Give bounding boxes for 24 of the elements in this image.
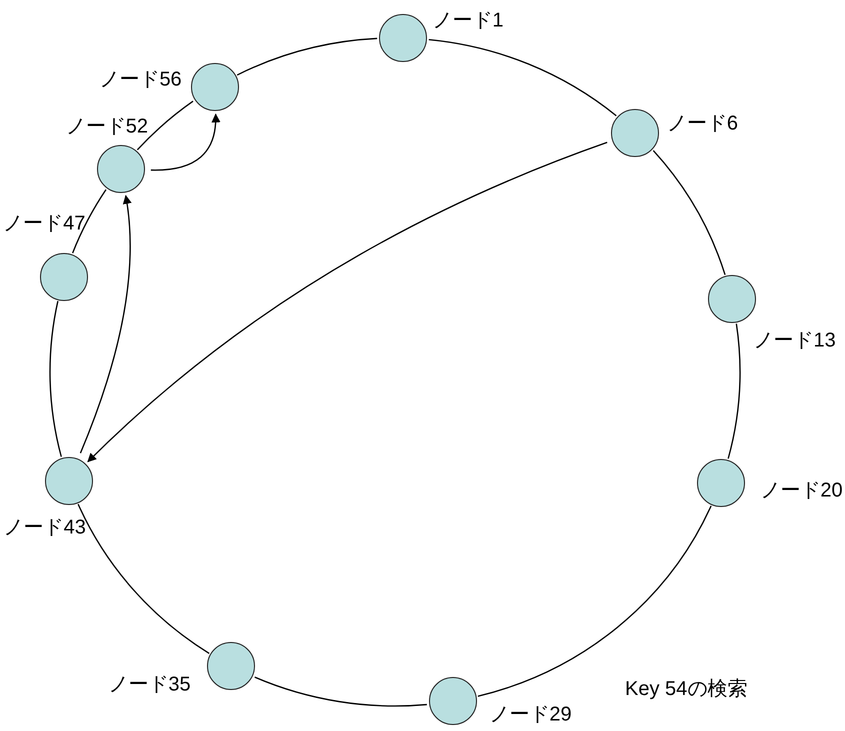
ring-line (478, 506, 712, 697)
arrow (80, 194, 132, 454)
node-label: ノード52 (66, 114, 148, 140)
ring-line (428, 38, 617, 116)
ring-line (254, 676, 427, 706)
arrow (87, 142, 608, 462)
ring-line (728, 324, 740, 459)
node-label: ノード29 (489, 702, 572, 728)
node-label: ノード20 (760, 478, 843, 504)
note-text: Key 54の検索 (625, 677, 748, 702)
node-label: ノード1 (432, 8, 504, 34)
arrow (150, 113, 220, 171)
node-label: ノード6 (666, 111, 738, 136)
node-label: ノード13 (754, 328, 836, 354)
node-label: ノード35 (108, 672, 191, 698)
ring-line (49, 300, 62, 457)
node-label: ノード43 (4, 515, 86, 540)
ring-line (652, 150, 726, 276)
ring-line (136, 100, 194, 150)
ring-line (236, 38, 378, 76)
node-label: ノード47 (3, 211, 86, 236)
ring-line (72, 189, 107, 254)
ring-line (78, 504, 210, 654)
node-label: ノード56 (99, 68, 182, 93)
